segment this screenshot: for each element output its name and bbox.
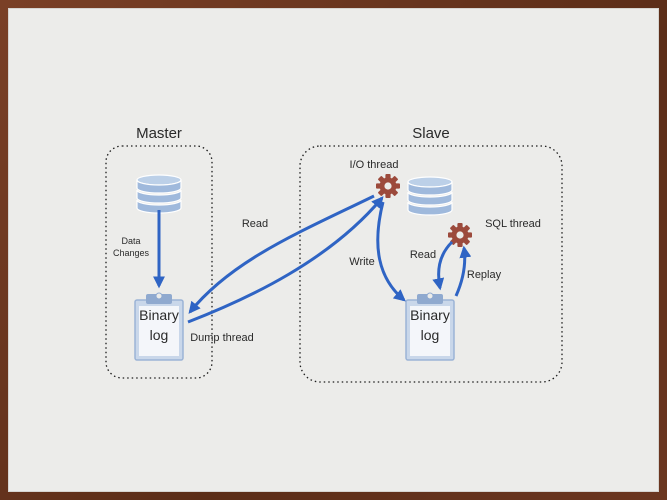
slave-binlog-label-2: log <box>421 327 440 343</box>
read-local-label: Read <box>410 249 436 261</box>
slave-binlog-label-1: Binary <box>410 307 450 323</box>
master-binlog-label-2: log <box>150 327 169 343</box>
read-local-arrow <box>432 240 454 291</box>
replay-arrow <box>454 245 472 297</box>
master-binlog-label-1: Binary <box>139 307 179 323</box>
io-thread-gear-icon <box>376 174 400 198</box>
write-label: Write <box>349 256 374 268</box>
data-changes-label-1: Data <box>121 236 140 246</box>
slave-box <box>299 145 563 383</box>
read-remote-arrow <box>188 194 375 314</box>
dump-thread-label: Dump thread <box>190 332 254 344</box>
master-database-icon <box>136 174 182 214</box>
replay-label: Replay <box>467 269 502 281</box>
master-box <box>105 145 213 379</box>
slave-title: Slave <box>412 125 450 142</box>
data-changes-label-2: Changes <box>113 248 150 258</box>
read-remote-label: Read <box>242 218 268 230</box>
write-arrow <box>376 201 406 302</box>
dump-thread-arrow <box>187 196 384 324</box>
io-thread-label: I/O thread <box>350 159 399 171</box>
slide <box>8 8 659 492</box>
sql-thread-label: SQL thread <box>485 218 541 230</box>
slave-database-icon <box>407 176 453 216</box>
master-title: Master <box>136 125 182 142</box>
